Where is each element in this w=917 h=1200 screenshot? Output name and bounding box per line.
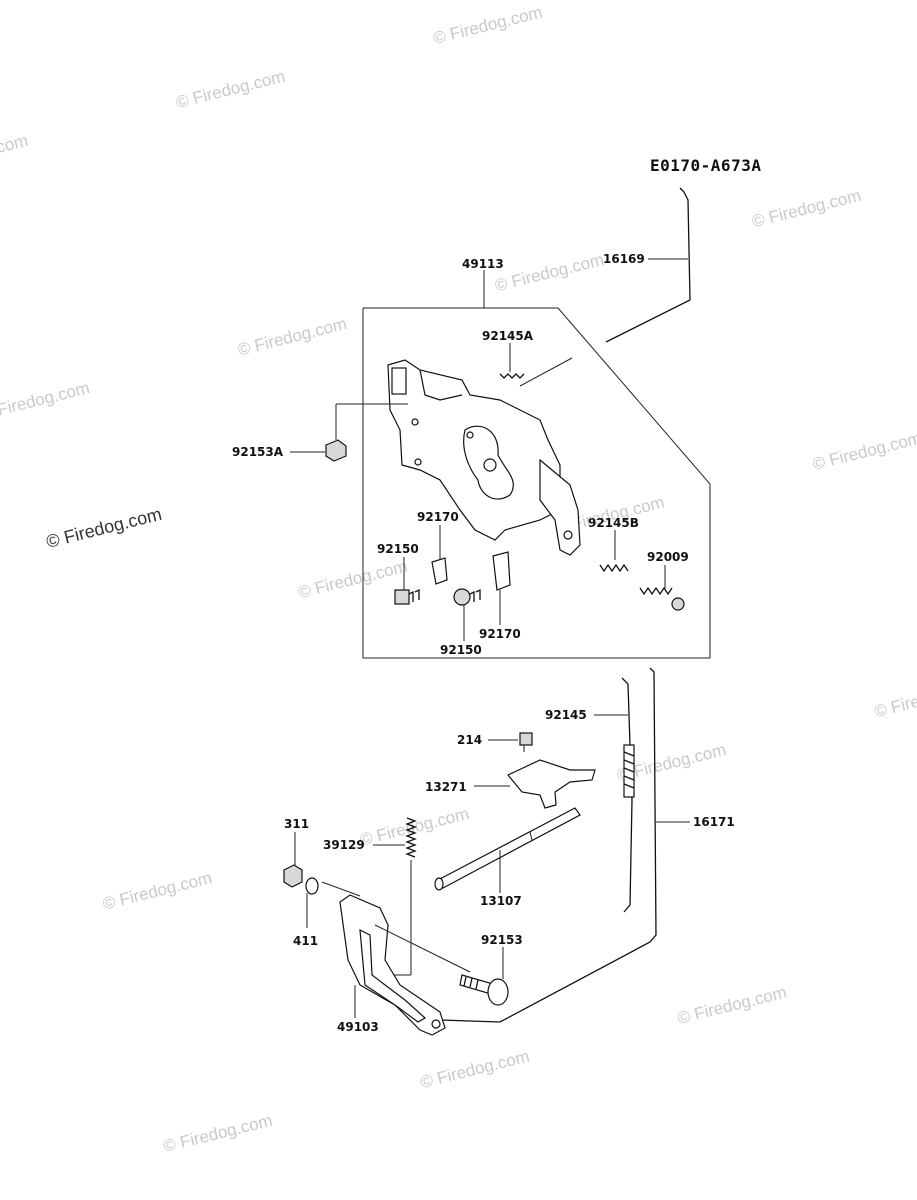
part-label-92145b: 92145B [588,516,639,530]
part-label-92153a: 92153A [232,445,284,459]
part-label-13271: 13271 [425,780,467,794]
screw-214 [519,732,533,752]
rod-16169 [605,187,691,343]
watermark: © Firedog.com [0,378,92,423]
watermarks: © Firedog.com © Firedog.com © Firedog.co… [0,3,917,1157]
part-label-411: 411 [293,934,318,948]
assembly-outline [362,307,711,659]
watermark: © Firedog.com [418,1047,531,1092]
part-label-49103: 49103 [337,1020,379,1034]
spring-92145 [621,677,635,913]
part-label-92153: 92153 [481,933,523,947]
plate-13271 [507,759,596,809]
bolt-92153a [325,403,408,462]
spring-92145a [499,357,573,387]
lever-49103 [339,894,471,1036]
axis-line [321,881,361,897]
part-label-92145: 92145 [545,708,587,722]
governor-bracket [387,359,581,556]
watermark: © Firedog.com [431,3,544,48]
watermark: © Firedog.com [750,186,863,231]
rod-16171 [439,667,657,1023]
screw-92009 [639,586,685,611]
part-label-214: 214 [457,733,482,747]
part-label-92170-upper: 92170 [417,510,459,524]
watermark-strong: © Firedog.com [44,504,164,552]
spring-92145b [599,563,629,573]
watermark: © Firedog.com [101,868,214,913]
watermark: © Firedog.com [493,250,606,295]
watermark: © Firedog.com [0,131,30,176]
part-label-16171: 16171 [693,815,735,829]
part-label-13107: 13107 [480,894,522,908]
part-label-92150-upper: 92150 [377,542,419,556]
watermark: © Firedog.com [676,983,789,1028]
clamp-92170-right [492,551,511,591]
watermark: © Firedog.com [161,1111,274,1156]
bolt-92153 [459,974,509,1006]
part-label-311: 311 [284,817,309,831]
watermark: © Firedog.com [236,314,349,359]
watermark: © Firedog.com [810,428,917,473]
part-label-16169: 16169 [603,252,645,266]
screw-92150-right [453,588,481,606]
clamp-92170-left [431,557,448,585]
part-label-49113: 49113 [462,257,504,271]
nut-311 [283,864,303,888]
part-label-92009: 92009 [647,550,689,564]
part-label-92150-lower: 92150 [440,643,482,657]
diagram-code: E0170-A673A [650,156,761,175]
part-label-39129: 39129 [323,838,365,852]
watermark: © Firedog.com [174,67,287,112]
watermark: © Firedog.com [872,676,917,721]
part-label-92145a: 92145A [482,329,534,343]
watermark: © Firedog.com [296,557,409,602]
washer-411 [305,877,319,895]
screw-92150-left [394,588,420,605]
shaft-13107 [434,807,581,891]
part-label-92170-lower: 92170 [479,627,521,641]
